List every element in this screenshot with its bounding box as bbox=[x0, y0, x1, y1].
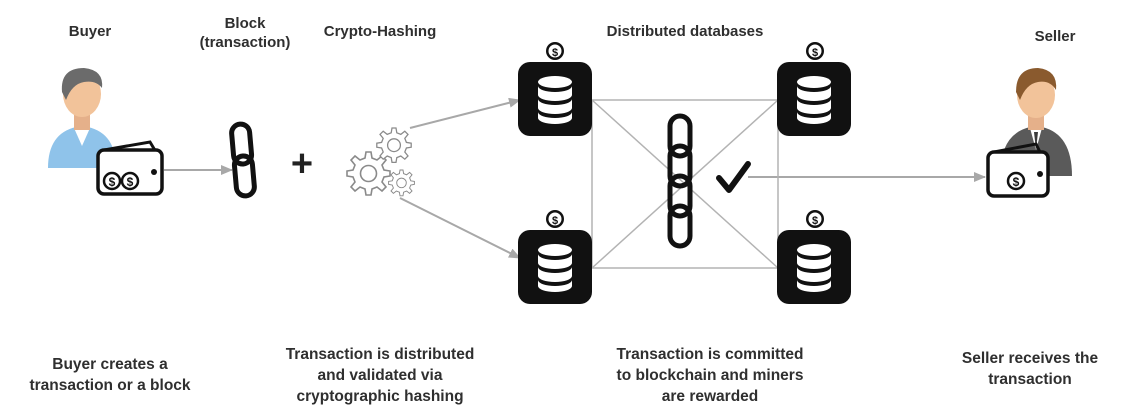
caption-hashing-line2: and validated via bbox=[317, 367, 443, 384]
header-buyer: Buyer bbox=[68, 23, 112, 40]
caption-seller-line2: transaction bbox=[988, 371, 1072, 388]
header-distributed-databases: Distributed databases bbox=[606, 23, 764, 40]
header-block: Block (transaction) bbox=[180, 14, 310, 52]
coin-top-left-symbol: $ bbox=[552, 47, 558, 59]
header-crypto-hashing: Crypto-Hashing bbox=[323, 23, 437, 40]
caption-buyer-line2: transaction or a block bbox=[29, 377, 191, 394]
arrow-hash-to-db-bottom bbox=[399, 197, 521, 259]
caption-hashing-line3: cryptographic hashing bbox=[296, 388, 464, 405]
caption-commit-line2: to blockchain and miners bbox=[616, 367, 804, 384]
caption-hashing-line1: Transaction is distributed bbox=[285, 346, 475, 363]
caption-buyer: Buyer creates a transaction or a block bbox=[5, 354, 215, 396]
header-seller: Seller bbox=[1034, 28, 1076, 45]
plus-sign: + bbox=[291, 143, 313, 185]
buyer-wallet-icon bbox=[96, 140, 164, 196]
caption-commit-line3: are rewarded bbox=[661, 388, 759, 405]
header-block-line2: (transaction) bbox=[199, 34, 291, 51]
caption-hashing: Transaction is distributed and validated… bbox=[250, 344, 510, 407]
buyer-coin-1-symbol: $ bbox=[109, 175, 116, 189]
blockchain-icon bbox=[667, 113, 693, 249]
caption-seller: Seller receives the transaction bbox=[935, 348, 1125, 390]
seller-coin-symbol: $ bbox=[1013, 175, 1020, 189]
buyer-coin-2-symbol: $ bbox=[127, 175, 134, 189]
gears-icon bbox=[346, 127, 415, 197]
arrow-hash-to-db-top bbox=[409, 97, 521, 129]
caption-seller-line1: Seller receives the bbox=[961, 350, 1099, 367]
checkmark-icon bbox=[716, 161, 751, 193]
caption-commit: Transaction is committed to blockchain a… bbox=[580, 344, 840, 407]
seller-wallet-icon bbox=[986, 142, 1050, 198]
header-block-line1: Block bbox=[224, 15, 266, 32]
caption-commit-line1: Transaction is committed bbox=[616, 346, 804, 363]
chain-link-icon bbox=[229, 121, 257, 199]
caption-buyer-line1: Buyer creates a bbox=[52, 356, 168, 373]
coin-top-right-symbol: $ bbox=[812, 47, 818, 59]
coin-bottom-left-symbol: $ bbox=[552, 215, 558, 227]
coin-bottom-right-symbol: $ bbox=[812, 215, 818, 227]
